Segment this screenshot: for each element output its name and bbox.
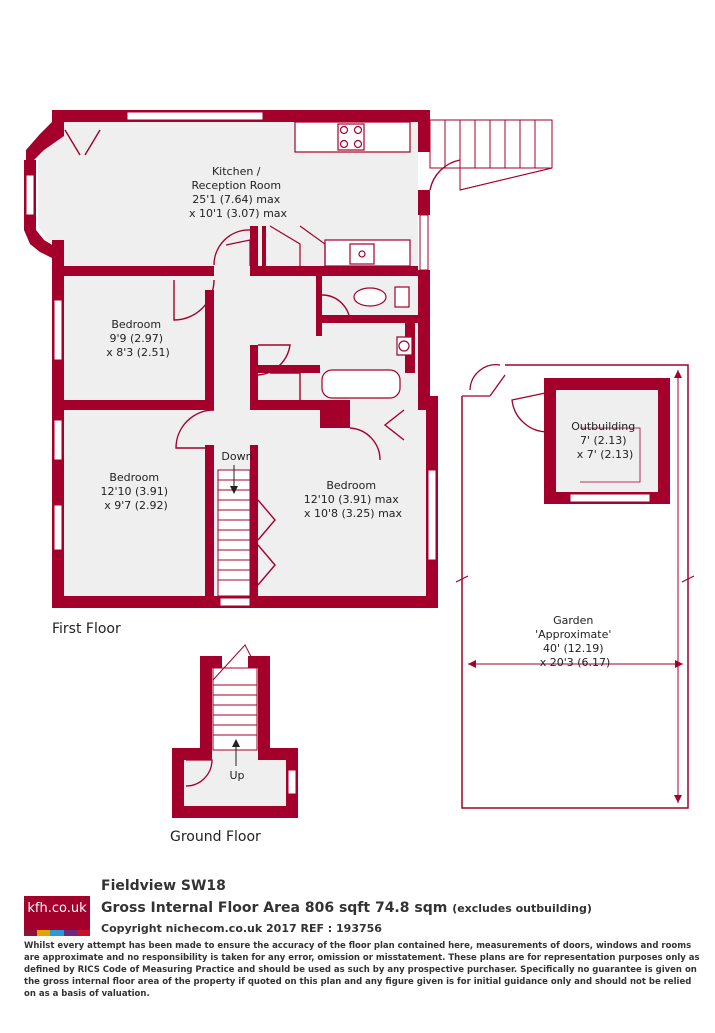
bedroom-3-label: Bedroom 12'10 (3.91) max x 10'8 (3.25) m… [304,479,403,520]
doors [64,129,461,586]
stairs-down-label: Down [221,450,252,463]
copyright: Copyright nichecom.co.uk 2017 REF : 1937… [101,922,382,935]
disclaimer: Whilst every attempt has been made to en… [24,941,700,999]
floor-area-note: (excludes outbuilding) [452,902,592,915]
stairs-up-label: Up [229,769,244,782]
outbuilding-label: Outbuilding 7' (2.13) x 7' (2.13) [571,420,639,461]
ground-floor-walls [172,656,298,818]
logo-stripes [24,930,91,936]
kitchen-label: Kitchen / Reception Room 25'1 (7.64) max… [189,165,288,220]
garden-label: Garden 'Approximate' 40' (12.19) x 20'3 … [535,614,615,669]
logo-text: kfh.co.uk [27,901,87,916]
floor-area: Gross Internal Floor Area 806 sqft 74.8 … [101,900,592,916]
garden-plan: Outbuilding 7' (2.13) x 7' (2.13) Garden… [455,364,695,809]
garden-boundary [461,364,689,809]
stairs-down [217,465,251,597]
kfh-logo[interactable]: kfh.co.uk [24,896,91,936]
property-address: Fieldview SW18 [101,878,226,894]
ground-floor-plan: Up Ground Floor [170,644,298,845]
kitchen-fittings [225,121,411,267]
bathroom-fittings [321,286,413,399]
first-floor-label: First Floor [52,621,121,637]
stairs-up [212,644,258,766]
bedroom-1-label: Bedroom 9'9 (2.97) x 8'3 (2.51) [106,318,170,359]
windows [25,111,437,607]
footer: kfh.co.uk Fieldview SW18 Gross Internal … [0,870,715,1033]
outbuilding-floor [556,390,658,492]
floor-area-value: Gross Internal Floor Area 806 sqft 74.8 … [101,900,448,916]
first-floor-plan: Kitchen / Reception Room 25'1 (7.64) max… [24,110,553,637]
external-stair [429,119,553,191]
ground-floor-label: Ground Floor [170,829,261,845]
bedroom-2-label: Bedroom 12'10 (3.91) x 9'7 (2.92) [100,471,171,512]
